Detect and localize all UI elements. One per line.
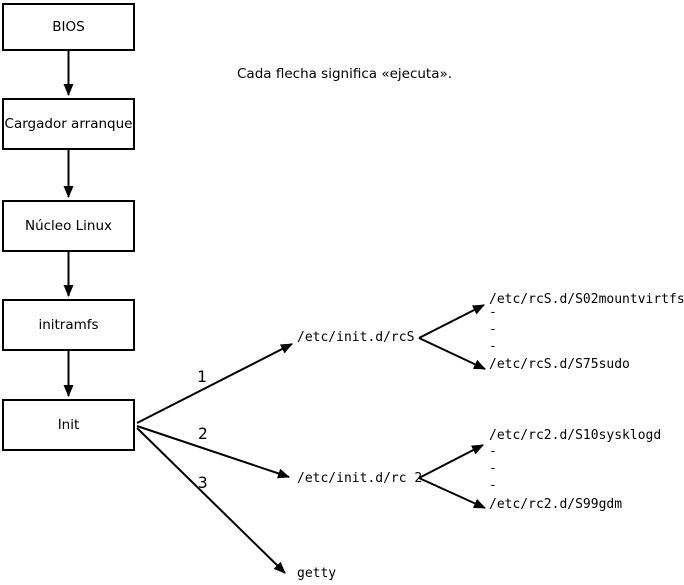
arrow-init-to-rcS — [136, 343, 293, 424]
path-init-d-rcS: /etc/init.d/rcS — [297, 330, 415, 345]
arrow-init-to-getty — [136, 427, 286, 574]
box-init-label: Init — [57, 416, 80, 433]
path-rcS-first-script: /etc/rcS.d/S02mountvirtfs — [489, 292, 684, 307]
arrow-init-to-rc2 — [136, 425, 290, 479]
path-init-d-rc2: /etc/init.d/rc 2 — [297, 471, 423, 486]
arrow-rcS-to-last-script — [418, 337, 486, 370]
box-initramfs-label: initramfs — [38, 316, 99, 333]
rc2-ellipsis-dashes: - - - — [489, 444, 497, 493]
box-initramfs: initramfs — [2, 299, 135, 351]
arrow-rc2-to-last-script — [418, 477, 486, 509]
arrow-rc2-to-first-script — [418, 444, 484, 479]
path-getty: getty — [297, 566, 337, 581]
box-linux-kernel-label: Núcleo Linux — [24, 217, 113, 234]
path-rc2-last-script: /etc/rc2.d/S99gdm — [489, 497, 623, 512]
box-boot-loader-label: Cargador arranque — [4, 115, 133, 132]
legend-note: Cada flecha significa «ejecuta». — [237, 66, 453, 82]
path-rcS-last-script: /etc/rcS.d/S75sudo — [489, 357, 630, 372]
box-linux-kernel: Núcleo Linux — [2, 200, 135, 252]
branch-number-1: 1 — [197, 367, 207, 386]
branch-number-3: 3 — [198, 473, 208, 492]
branch-number-2: 2 — [198, 424, 208, 443]
box-bios: BIOS — [2, 3, 135, 51]
rcS-ellipsis-dashes: - - - — [489, 305, 497, 354]
box-init: Init — [2, 399, 135, 451]
path-rc2-first-script: /etc/rc2.d/S10sysklogd — [489, 428, 662, 443]
arrow-rcS-to-first-script — [418, 304, 485, 339]
box-bios-label: BIOS — [52, 18, 85, 35]
box-boot-loader: Cargador arranque — [2, 98, 135, 150]
